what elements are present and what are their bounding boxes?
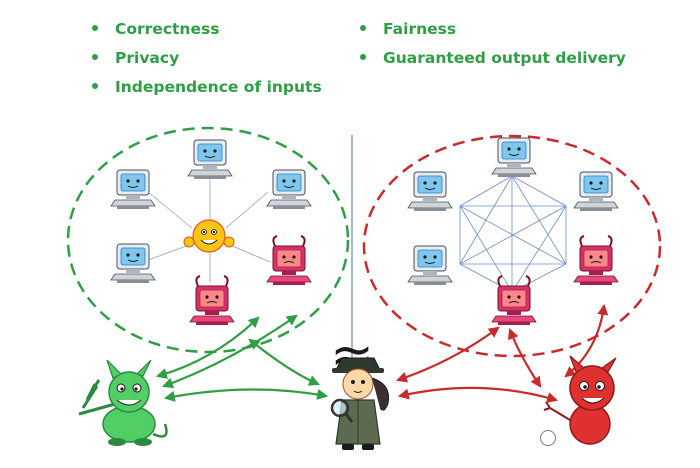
real-computer-top (491, 137, 537, 178)
requirement-item: Correctness (92, 16, 322, 45)
real-world-boundary (362, 134, 662, 358)
bullet-dot (92, 24, 98, 31)
real-adversary-red-devil (543, 355, 617, 445)
bullet-dot (360, 53, 366, 60)
bullet-dot (92, 82, 98, 89)
real-corrupt-computer-bottom (491, 275, 537, 326)
ideal-computer-lower-left (110, 243, 156, 284)
ideal-corrupt-computer-right (266, 235, 312, 286)
party-communication-mesh (459, 175, 567, 293)
requirement-item: Guaranteed output delivery (360, 45, 626, 74)
bullet-dot (360, 24, 366, 31)
trusted-party-icon (183, 219, 235, 253)
real-computer-upper-right (573, 171, 619, 212)
ideal-corrupt-computer-bottom (189, 275, 235, 326)
real-computer-upper-left (407, 171, 453, 212)
ideal-computer-upper-left (110, 169, 156, 210)
ideal-world-arrows (155, 314, 329, 402)
requirement-item: Fairness (360, 16, 626, 45)
requirement-item: Privacy (92, 45, 322, 74)
ideal-computer-upper-right (266, 169, 312, 210)
real-computer-lower-left (407, 245, 453, 286)
requirements-list-right: Fairness Guaranteed output delivery (360, 16, 626, 74)
simulator-detective (330, 357, 390, 450)
wechat-icon (540, 430, 556, 446)
ideal-computer-top (187, 139, 233, 180)
ideal-adversary-green-devil (78, 359, 168, 446)
requirement-item: Independence of inputs (92, 74, 322, 103)
bullet-dot (92, 53, 98, 60)
requirements-list-left: Correctness Privacy Independence of inpu… (92, 16, 322, 103)
watermark (540, 430, 560, 446)
trusted-party-links (147, 176, 271, 282)
real-corrupt-computer-right (573, 235, 619, 286)
real-world-arrows (395, 303, 609, 403)
